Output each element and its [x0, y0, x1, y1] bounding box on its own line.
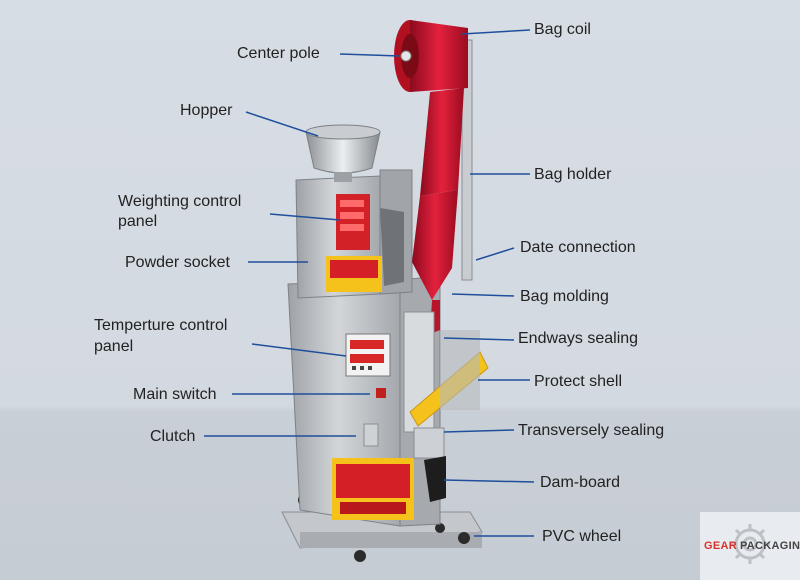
label-pvc-wheel: PVC wheel — [542, 528, 622, 545]
watermark-brand: GEARPACKAGING — [704, 540, 800, 552]
main-switch-button — [376, 388, 386, 398]
label-center-pole: Center pole — [237, 45, 320, 62]
label-powder-socket: Powder socket — [125, 254, 230, 271]
label-protect-shell: Protect shell — [534, 373, 623, 390]
temperature-control-panel — [345, 333, 391, 377]
forming-section — [403, 311, 489, 502]
label-endways-sealing: Endways sealing — [518, 330, 639, 347]
weighing-box — [295, 169, 413, 299]
label-weighting-control-panel-line1: Weighting control — [118, 193, 242, 210]
label-clutch: Clutch — [150, 428, 196, 445]
label-dam-board: Dam-board — [540, 474, 621, 491]
label-transversely-sealing: Transversely sealing — [518, 422, 665, 439]
leader-lines — [204, 29, 535, 537]
cabinet-sticker — [332, 458, 414, 520]
label-date-connection: Date connection — [520, 239, 636, 256]
watermark: GEARPACKAGING — [700, 512, 800, 580]
watermark-brand-a: GEAR — [704, 540, 737, 552]
label-bag-molding: Bag molding — [520, 288, 609, 305]
watermark-brand-b: PACKAGING — [739, 540, 800, 552]
label-hopper: Hopper — [180, 102, 233, 119]
label-main-switch: Main switch — [133, 386, 217, 403]
clutch-handle — [363, 423, 379, 447]
label-temperture-control-panel-line1: Temperture control — [94, 317, 228, 334]
bag-coil-roll — [394, 20, 468, 92]
hopper-bowl — [305, 124, 381, 182]
label-weighting-control-panel-line2: panel — [118, 213, 158, 230]
label-temperture-control-panel-line2: panel — [94, 338, 134, 355]
label-bag-coil: Bag coil — [534, 21, 591, 38]
gear-icon — [730, 524, 770, 564]
label-bag-holder: Bag holder — [534, 166, 612, 183]
